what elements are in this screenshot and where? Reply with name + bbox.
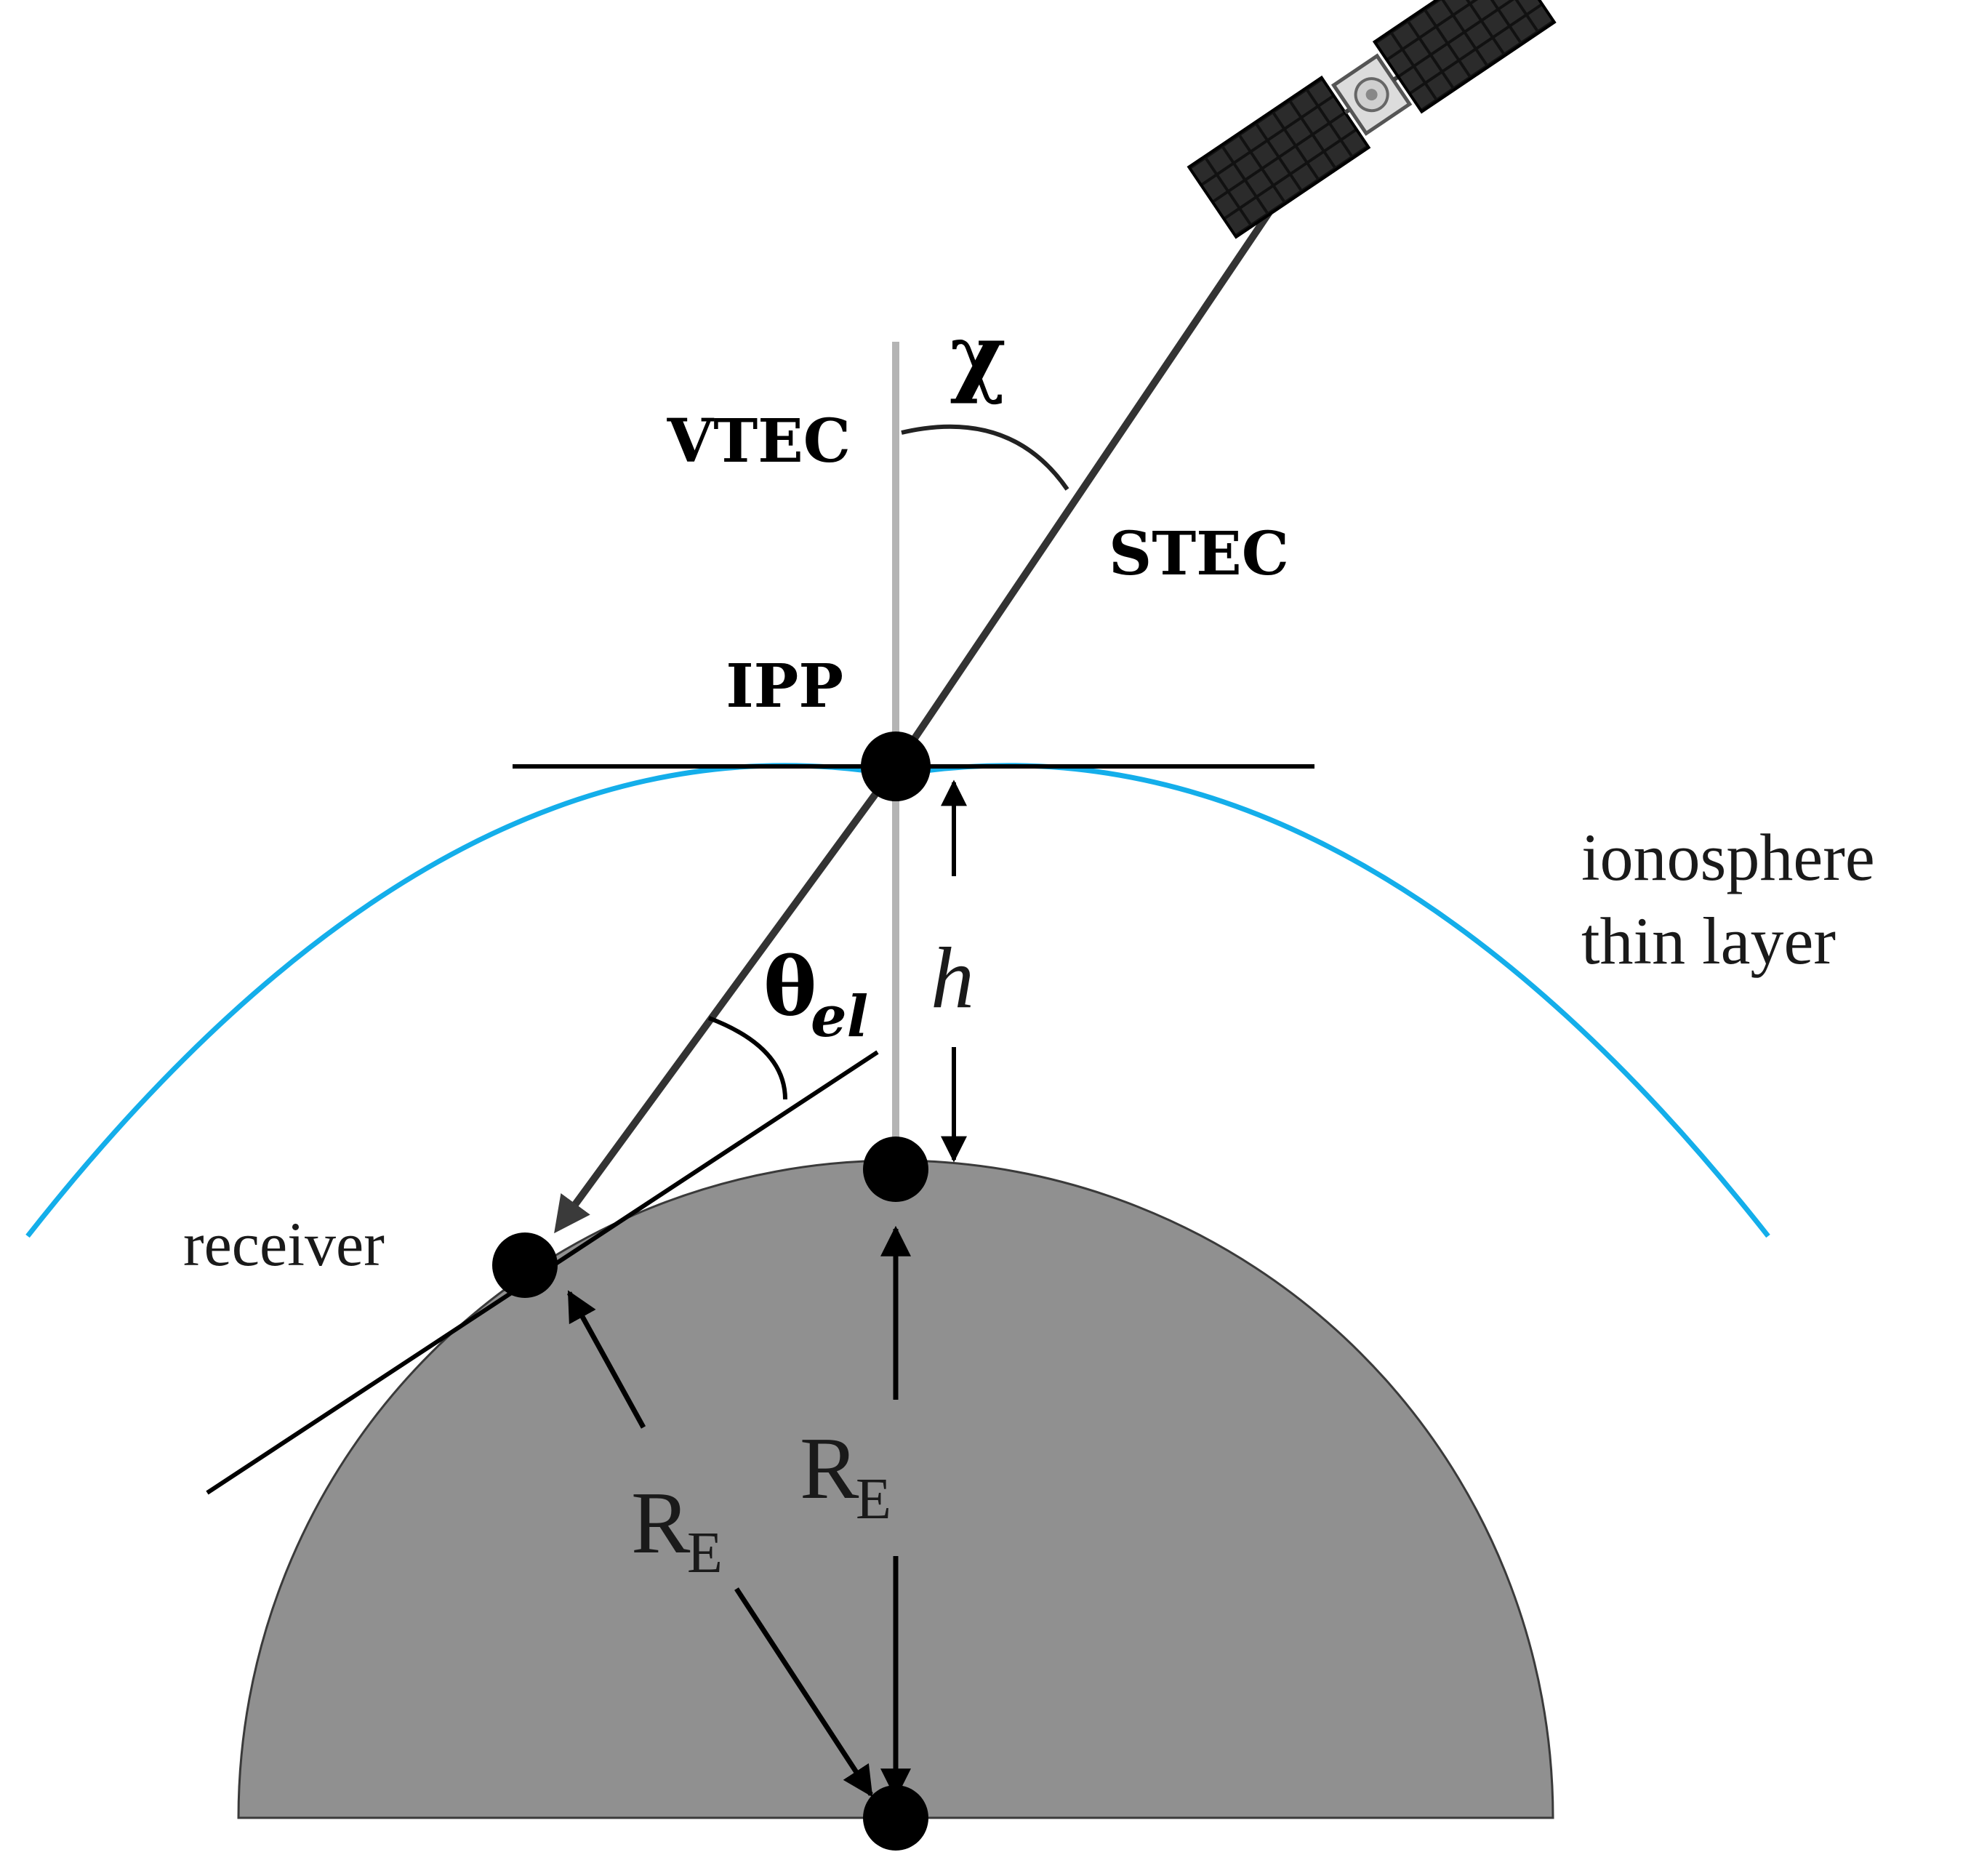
height-label: h [931,929,974,1026]
zenith-angle-label: χ [950,305,1006,406]
vtec-label: VTEC [667,406,851,476]
ipp-label: IPP [726,652,843,721]
ionosphere-label-line2: thin layer [1581,904,1836,978]
elevation-angle-label: θ el [763,939,868,1050]
zenith-angle-arc [901,424,1069,491]
theta-symbol: θ [763,939,816,1033]
elevation-angle-arc [707,1016,787,1100]
ionosphere-label-line1: ionosphere [1581,820,1875,894]
surface-point [863,1137,928,1202]
radius-left-sub: E [687,1521,723,1585]
receiver-point [492,1232,558,1298]
radius-center-main: R [800,1419,859,1518]
radius-center-sub: E [856,1467,891,1531]
earth-radius-label-center: R E [800,1419,891,1531]
stec-signal-path [892,193,1285,769]
radius-left-main: R [631,1474,691,1572]
theta-subscript: el [811,984,868,1050]
ipp-point [861,731,931,801]
stec-label: STEC [1109,519,1289,589]
earth-center-point [863,1785,928,1851]
radius-arrow-receiver [566,1290,646,1429]
receiver-label: receiver [183,1209,385,1279]
radius-arrow-left-to-center [734,1587,873,1797]
satellite-icon [1187,0,1557,239]
signal-path-to-receiver [554,764,899,1234]
earth-radius-label-left: R E [631,1474,723,1585]
